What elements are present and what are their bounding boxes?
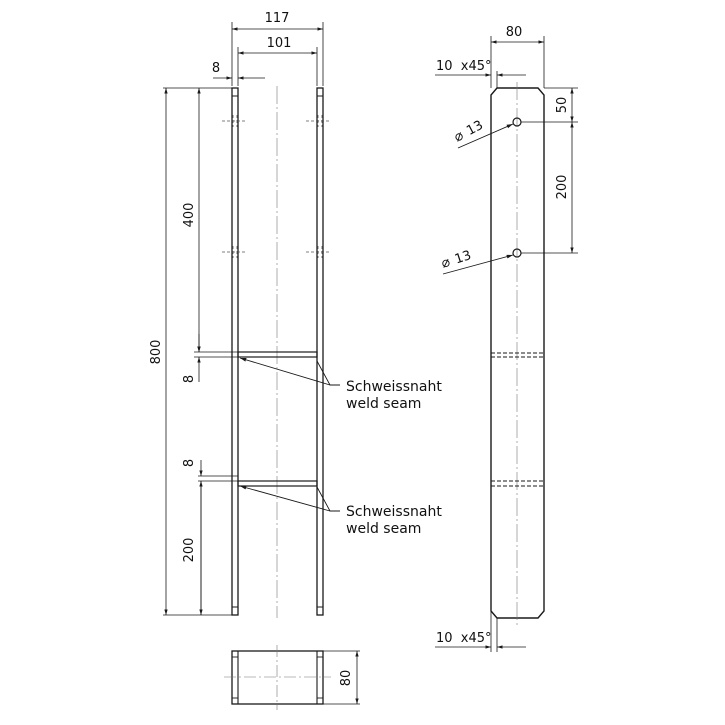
dim-upper-section: 400 xyxy=(182,203,197,228)
weld-label-1-en: weld seam xyxy=(346,396,421,412)
front-view-labels: 117 101 8 800 400 8 8 200 Schweissnaht w… xyxy=(149,11,442,562)
diameter-symbol-icon: ⌀ xyxy=(451,127,466,145)
dim-overall-width: 117 xyxy=(265,11,290,26)
weld-leader-lower xyxy=(316,486,340,512)
dim-web1-thickness: 8 xyxy=(182,375,197,383)
dim-hole1-offset: 50 xyxy=(555,97,570,114)
weld-leader-upper xyxy=(316,360,340,386)
weld-label-2-en: weld seam xyxy=(346,521,421,537)
web-plate-upper xyxy=(237,351,318,358)
front-view xyxy=(163,22,340,618)
dim-hole1-diameter: 13 xyxy=(464,118,486,139)
dim-chamfer-top: 10 x45° xyxy=(436,59,492,74)
side-plate-outline xyxy=(490,87,545,619)
dim-inner-width: 101 xyxy=(267,36,292,51)
dim-plate-thickness: 8 xyxy=(212,61,220,76)
dim-top-depth: 80 xyxy=(339,670,354,687)
hidden-hole-lines xyxy=(222,115,331,258)
side-view xyxy=(435,36,578,652)
dim-side-width: 80 xyxy=(506,25,523,40)
dim-chamfer-bottom: 10 x45° xyxy=(436,631,492,646)
dim-web2-thickness: 8 xyxy=(182,459,197,467)
dim-hole-spacing: 200 xyxy=(555,175,570,200)
right-flange-plate xyxy=(316,87,324,616)
dim-overall-height: 800 xyxy=(149,340,164,365)
web-plate-lower xyxy=(237,480,318,487)
diameter-symbol-icon: ⌀ xyxy=(439,254,453,272)
weld-label-2-de: Schweissnaht xyxy=(346,504,442,520)
left-flange-plate xyxy=(231,87,239,616)
dim-hole2-diameter: 13 xyxy=(453,248,473,267)
side-view-labels: 80 10 x45° 10 x45° 50 200 ⌀ 13 ⌀ 13 xyxy=(436,25,570,646)
top-view xyxy=(224,645,360,710)
dim-lower-section: 200 xyxy=(182,538,197,563)
weld-label-1-de: Schweissnaht xyxy=(346,379,442,395)
